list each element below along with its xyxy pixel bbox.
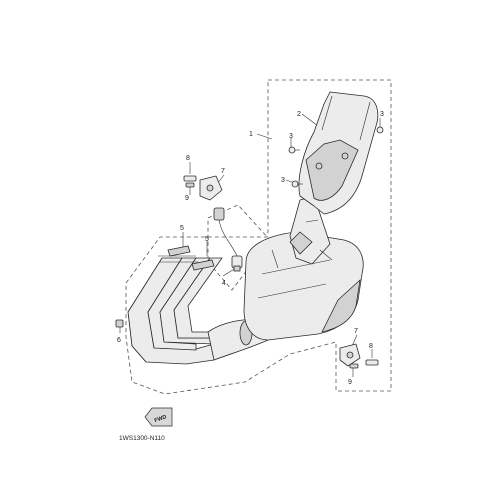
- exhaust-header-pipes: [127, 257, 223, 365]
- callout-7-lower: 7: [354, 328, 358, 335]
- callout-3-top-right: 3: [380, 111, 384, 118]
- header-flanges: [158, 245, 215, 271]
- plug-6: [115, 319, 124, 328]
- damper-bolt-washer-upper: [183, 175, 223, 201]
- callout-5-right: 5: [205, 236, 209, 243]
- damper-bolt-washer-lower: [339, 343, 379, 369]
- diagram-code: 1WS1300-N110: [119, 435, 165, 442]
- silencer-side: [321, 278, 361, 333]
- callout-8-upper: 8: [186, 155, 190, 162]
- callout-1: 1: [249, 131, 253, 138]
- front-label: FWD: [154, 414, 168, 424]
- callout-3-lower: 3: [281, 177, 285, 184]
- callout-9-upper: 9: [185, 195, 189, 202]
- callout-8-lower: 8: [369, 343, 373, 350]
- callout-numbers: 1 2 3 3 3 4 5 5 6 7 7 8 8 9 9: [117, 111, 384, 386]
- callout-6: 6: [117, 337, 121, 344]
- oxygen-sensor: [213, 207, 243, 272]
- callout-3-left: 3: [289, 133, 293, 140]
- callout-9-lower: 9: [348, 379, 352, 386]
- front-direction-mark: FWD: [144, 407, 173, 427]
- callout-7-upper: 7: [221, 168, 225, 175]
- callout-5-left: 5: [180, 225, 184, 232]
- callout-4: 4: [222, 280, 226, 287]
- callout-2: 2: [297, 111, 301, 118]
- screw-3: [288, 126, 384, 188]
- assembly-boundary: [125, 79, 392, 395]
